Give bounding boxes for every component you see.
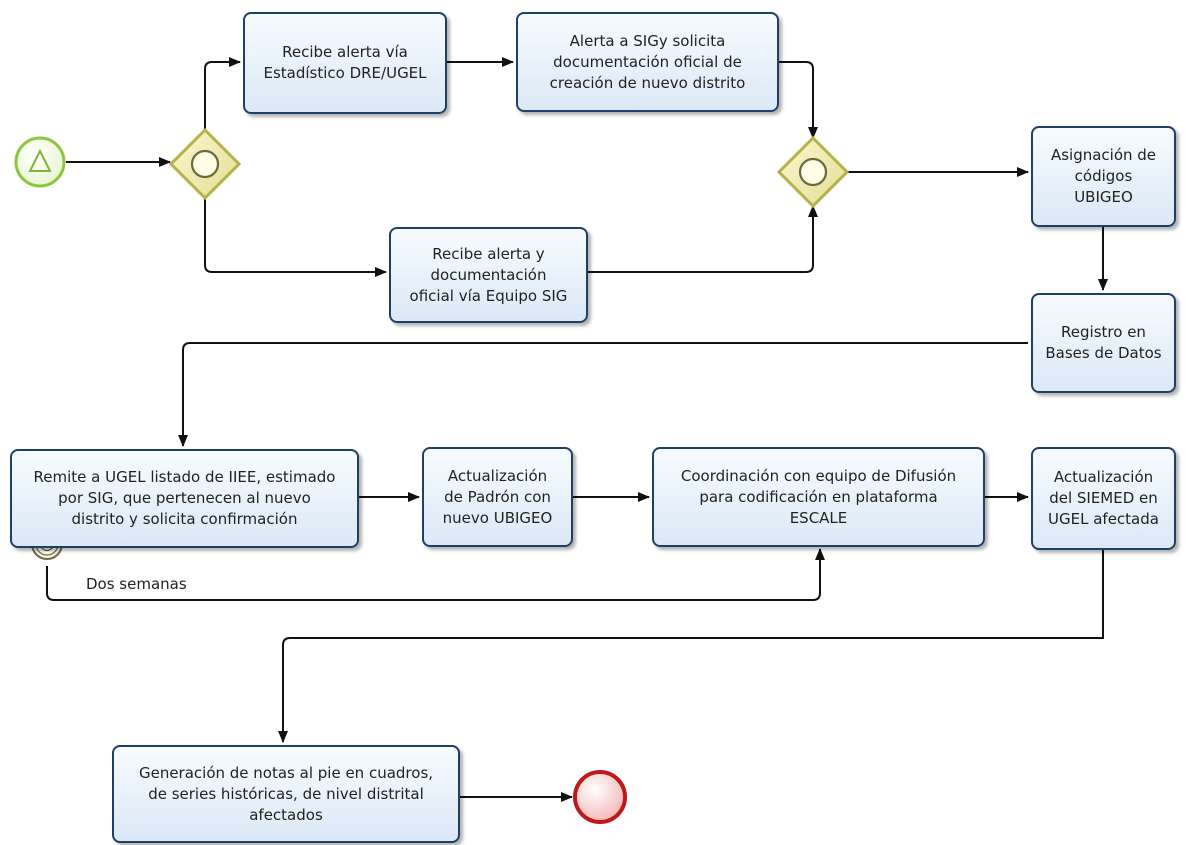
task-registro-bases-datos[interactable]: Registro en Bases de Datos — [1031, 293, 1176, 393]
triangle-icon — [28, 148, 52, 172]
task-label: Recibe alerta y documentación oficial ví… — [409, 244, 568, 305]
flow-gateway-to-equipo-sig — [204, 194, 387, 277]
flow-siemed-to-generacion — [278, 550, 1104, 743]
task-asignacion-ubigeo[interactable]: Asignación de códigos UBIGEO — [1031, 126, 1176, 227]
task-label: Registro en Bases de Datos — [1045, 323, 1162, 362]
split-gateway — [168, 127, 242, 201]
task-label: Asignación de códigos UBIGEO — [1050, 146, 1157, 206]
task-label: Remite a UGEL listado de IIEE, estimado … — [33, 468, 336, 528]
task-recibe-alerta-estadistico[interactable]: Recibe alerta vía Estadístico DRE/UGEL — [243, 12, 447, 114]
task-label: Recibe alerta vía Estadístico DRE/UGEL — [263, 43, 427, 82]
task-label: Actualización de Padrón con nuevo UBIGEO — [442, 466, 553, 527]
gateway-circle-icon — [798, 157, 828, 187]
task-remite-a-ugel[interactable]: Remite a UGEL listado de IIEE, estimado … — [10, 449, 359, 548]
merge-gateway — [776, 135, 850, 209]
gateway-circle-icon — [190, 149, 220, 179]
task-label: Coordinación con equipo de Difusión para… — [680, 466, 957, 527]
task-alerta-a-sig[interactable]: Alerta a SIGy solicita documentación ofi… — [516, 12, 779, 112]
start-event — [14, 136, 66, 188]
flow-equipo-sig-to-merge — [588, 205, 818, 273]
flow-registro-to-remite — [178, 342, 1028, 447]
sequence-flows — [46, 57, 1108, 802]
timer-label: Dos semanas — [86, 575, 187, 593]
task-recibe-alerta-equipo-sig[interactable]: Recibe alerta y documentación oficial ví… — [389, 227, 588, 323]
task-label: Generación de notas al pie en cuadros, d… — [138, 763, 434, 824]
end-event — [573, 770, 627, 824]
flow-gateway-to-estadistico — [204, 57, 241, 132]
task-actualizacion-padron[interactable]: Actualización de Padrón con nuevo UBIGEO — [422, 447, 573, 547]
task-label: Actualización del SIEMED en UGEL afectad… — [1048, 468, 1159, 528]
task-generacion-notas[interactable]: Generación de notas al pie en cuadros, d… — [112, 745, 460, 843]
flow-alerta-to-merge — [779, 61, 818, 139]
task-actualizacion-siemed[interactable]: Actualización del SIEMED en UGEL afectad… — [1031, 447, 1176, 550]
task-coordinacion-difusion[interactable]: Coordinación con equipo de Difusión para… — [652, 447, 985, 547]
task-label: Alerta a SIGy solicita documentación ofi… — [549, 31, 746, 92]
flow-timer-to-coordinacion — [46, 548, 825, 601]
